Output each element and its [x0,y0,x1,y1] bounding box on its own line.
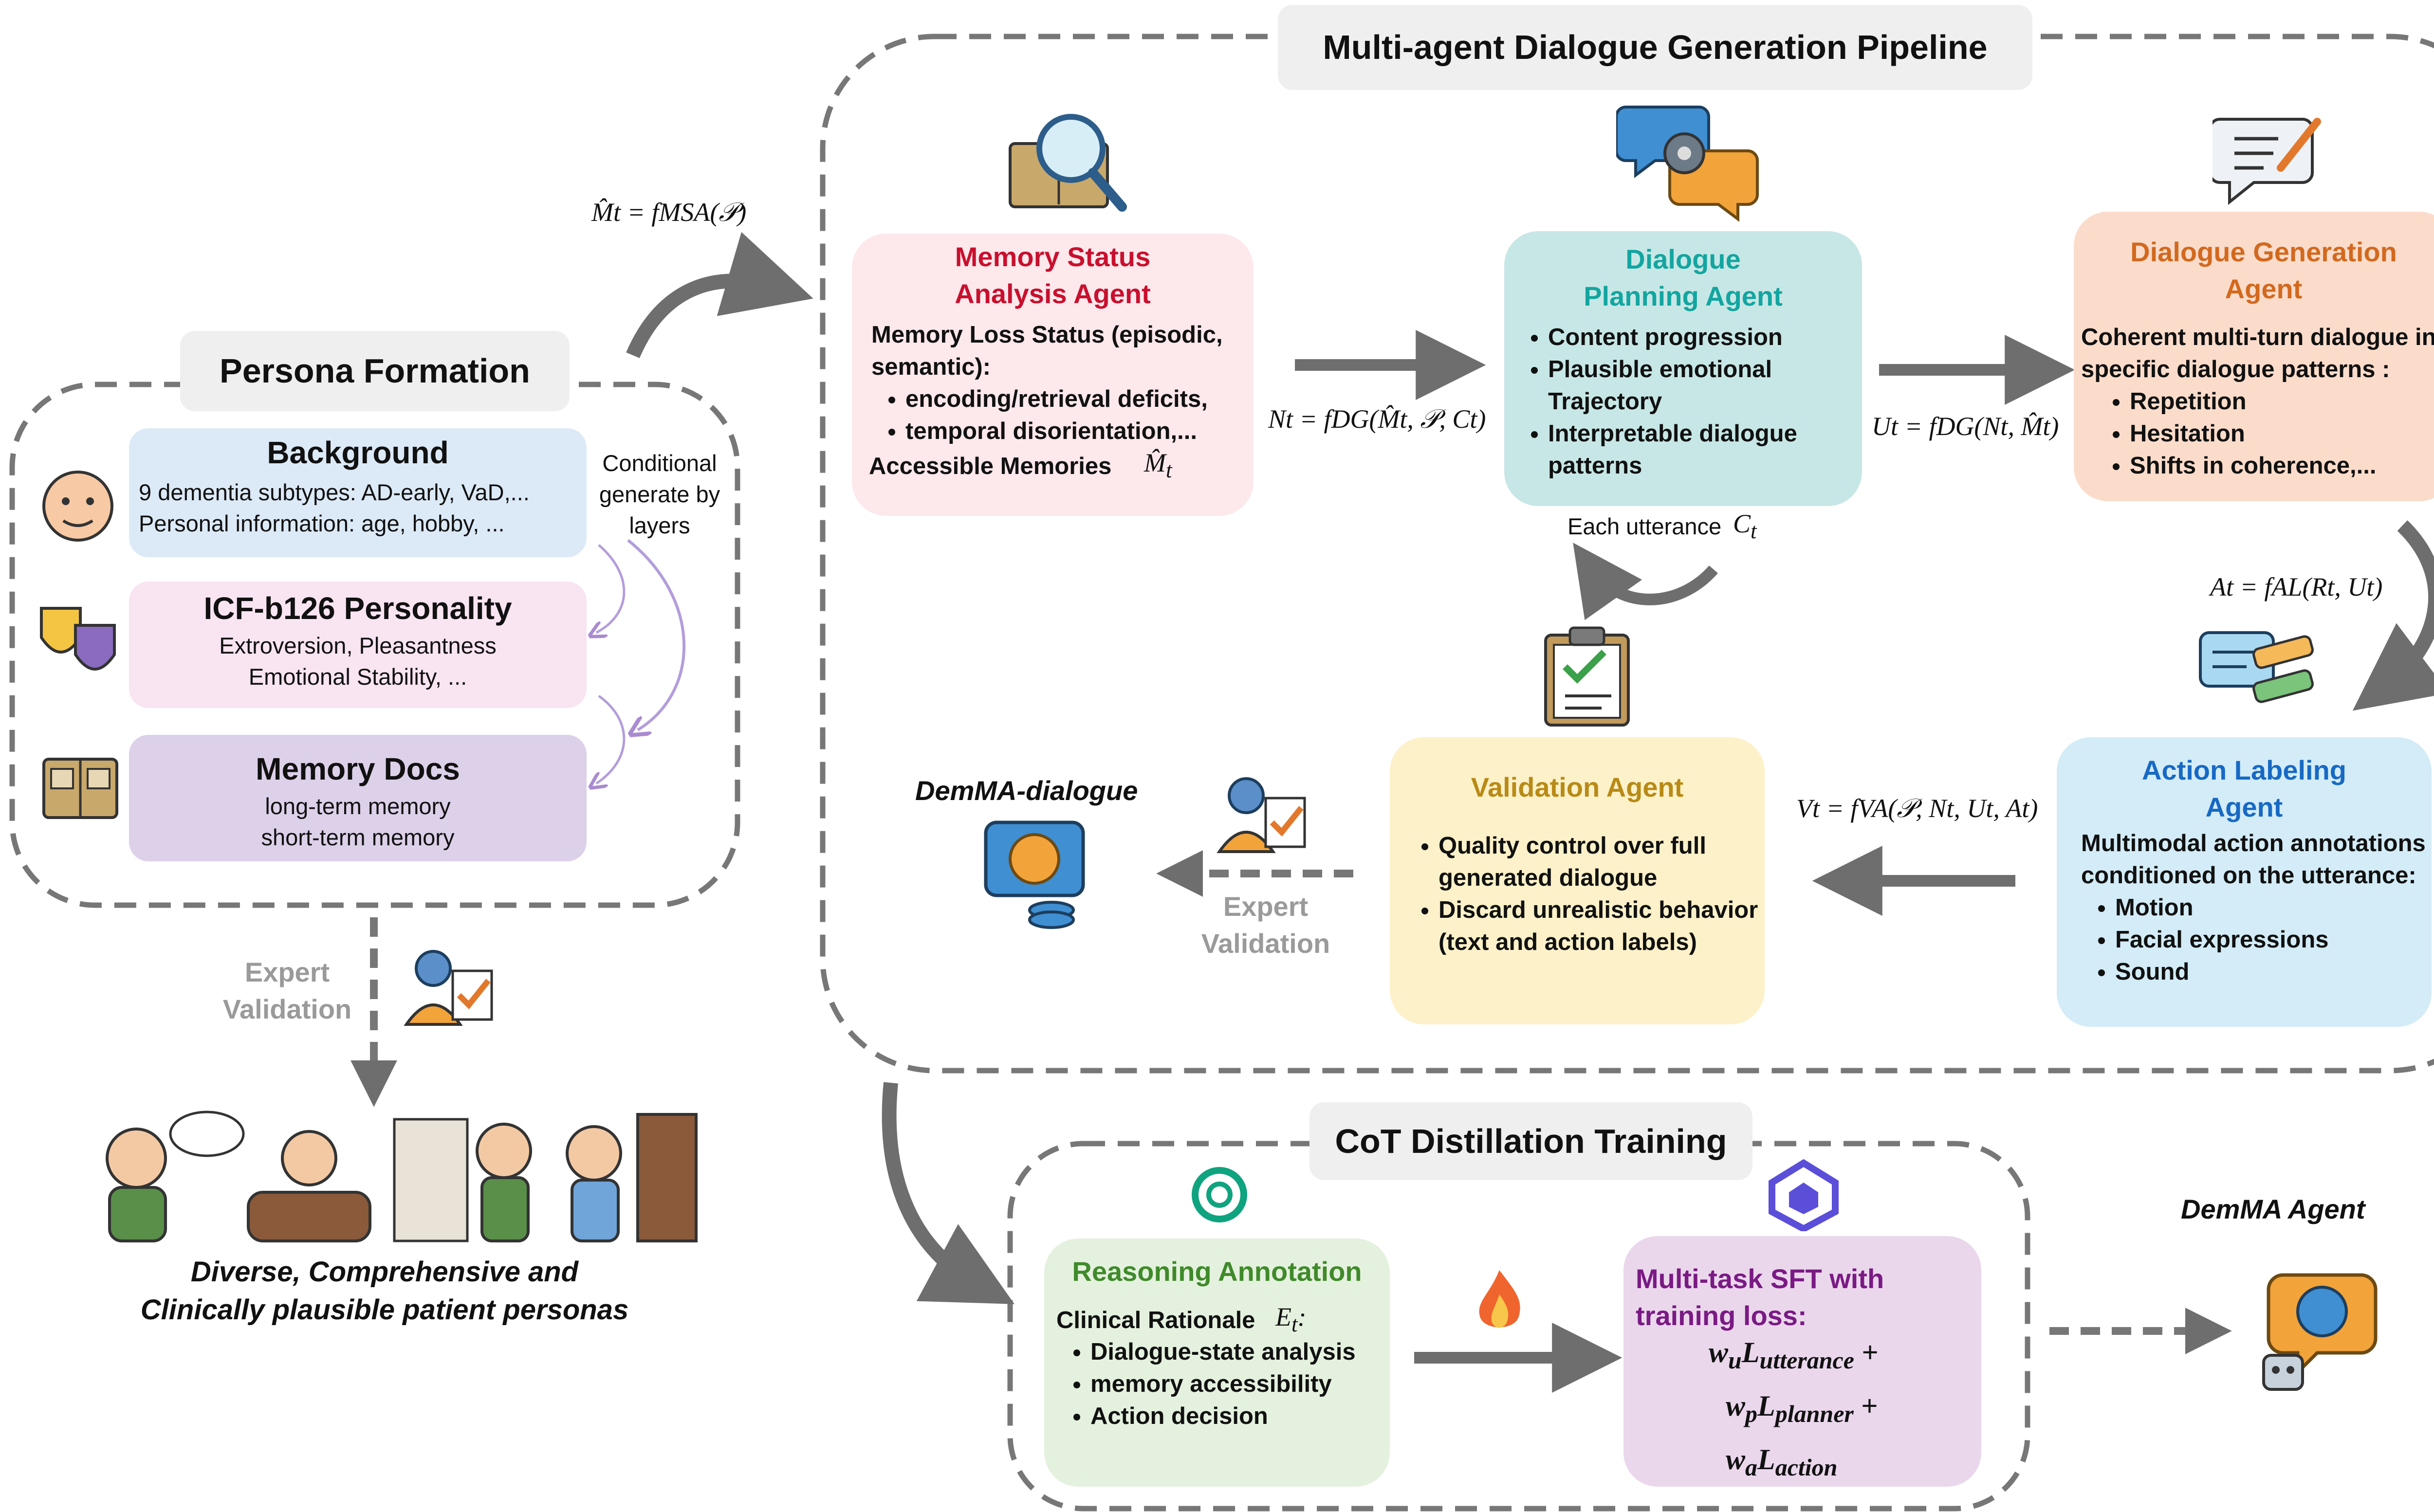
writing-bubble-icon [2213,118,2321,205]
action-agent-box [2057,737,2432,1027]
sft-loss-action: waLaction [1726,1443,1838,1481]
memory-agent-footer: Accessible Memories [869,453,1112,479]
generation-to-action-arrow [2352,520,2434,711]
reasoning-box [1044,1239,1390,1487]
photo-album-icon [42,758,118,819]
memory-agent-footer-symbol: M̂t [1144,448,1172,482]
validation-agent-title: Validation Agent [1471,772,1684,802]
sft-title: Multi-task SFT with training loss: [1636,1263,1884,1331]
generation-agent-body: Coherent multi-turn dialogue in specific… [2081,321,2434,482]
robot-brain-icon [2262,1273,2378,1391]
action-labels-icon [2199,631,2314,703]
background-title: Background [267,435,449,470]
magnifier-book-icon [1009,114,1127,212]
reasoning-bullets: Dialogue-state analysis memory accessibi… [1056,1336,1383,1432]
memory-agent-box [852,234,1254,516]
formula-at: At = fAL(Rt, Ut) [2210,572,2383,601]
conditional-arrow-1 [596,544,626,633]
sft-loss-utterance: wuLutterance + [1709,1336,1879,1374]
pipeline-expert-validation: Expert Validation [1201,891,1330,959]
persona-expert-check-icon [404,950,493,1026]
conditional-arrow-3 [628,539,685,730]
formula-nt: Nt = fDG(M̂t, 𝒫, Ct) [1268,404,1486,434]
planning-agent-box [1504,231,1862,506]
background-box [129,428,587,557]
validation-agent-body: Quality control over full generated dial… [1404,830,1760,958]
persona-to-pipeline-arrow [626,232,813,358]
conditional-arrow-2 [596,694,626,783]
generation-agent-title: Dialogue Generation Agent [2130,237,2397,304]
theater-masks-icon [40,607,116,671]
persona-caption: Diverse, Comprehensive and Clinically pl… [140,1256,629,1326]
pipeline-to-cot-arrow [882,1082,1014,1304]
personality-lines: Extroversion, Pleasantness Emotional Sta… [219,633,497,690]
formula-ut: Ut = fDG(Nt, M̂t) [1872,412,2059,441]
personality-title: ICF-b126 Personality [203,591,512,626]
pipeline-title: Multi-agent Dialogue Generation Pipeline [1278,5,2032,90]
memory-docs-box [129,735,587,861]
qwen-logo-icon [1769,1159,1839,1231]
personality-box [129,582,587,708]
action-agent-body: Multimodal action annotations conditione… [2081,827,2427,988]
reasoning-intro: Clinical Rationale [1056,1307,1255,1333]
conditional-label: Conditional generate by layers [599,450,720,538]
background-lines: 9 dementia subtypes: AD-early, VaD,... P… [139,479,530,536]
planning-agent-body: Content progression Plausible emotional … [1514,321,1855,482]
sft-box [1623,1236,1981,1487]
clipboard-check-icon [1544,626,1630,727]
brain-database-icon [984,820,1085,929]
formula-mt: M̂t = fMSA(𝒫) [591,198,747,227]
validation-to-planning-arrow [1573,543,1718,620]
action-agent-title: Action Labeling Agent [2142,755,2346,822]
memory-docs-title: Memory Docs [256,751,460,786]
formula-vt: Vt = fVA(𝒫, Nt, Ut, At) [1796,794,2038,823]
persona-expert-validation: Expert Validation [222,957,352,1024]
cot-title: CoT Distillation Training [1309,1102,1752,1180]
memory-agent-body: Memory Loss Status (episodic, semantic):… [871,319,1246,447]
persona-title: Persona Formation [180,331,570,411]
generation-agent-box [2074,212,2434,501]
validation-agent-box [1390,737,1765,1024]
reasoning-symbol: Et: [1275,1302,1307,1336]
demma-dialogue-label: DemMA-dialogue [915,775,1138,806]
elderly-face-icon [42,471,113,542]
each-utterance-symbol: Ct [1733,509,1757,543]
demma-agent-label: DemMA Agent [2181,1194,2365,1224]
planning-agent-title: Dialogue Planning Agent [1584,244,1783,311]
sft-loss-planner: wpLplanner + [1726,1390,1878,1427]
fire-icon [1479,1270,1520,1328]
each-utterance-label: Each utterance [1567,513,1722,539]
openai-logo-icon [1192,1167,1247,1222]
patient-personas-illustration [106,1111,698,1242]
expert-check-icon [1217,777,1306,853]
reasoning-title: Reasoning Annotation [1072,1256,1362,1287]
memory-agent-title: Memory Status Analysis Agent [955,241,1151,309]
dialogue-gear-icon [1616,106,1759,222]
memory-docs-lines: long-term memory short-term memory [261,793,455,850]
